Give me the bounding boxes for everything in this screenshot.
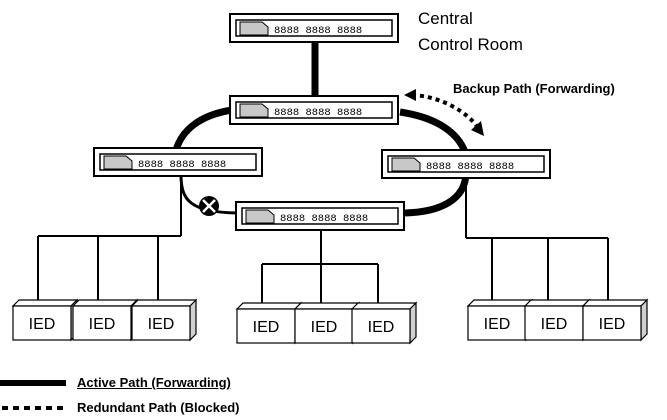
svg-text:8888 8888 8888: 8888 8888 8888 (274, 25, 362, 37)
svg-text:8888 8888 8888: 8888 8888 8888 (138, 159, 226, 171)
svg-text:IED: IED (148, 316, 175, 333)
ied-2: IED (72, 299, 138, 341)
svg-text:IED: IED (368, 319, 395, 336)
central-label-line2: Control Room (418, 35, 523, 54)
svg-text:IED: IED (541, 316, 568, 333)
switch-ring-left: 8888 8888 8888 (93, 147, 263, 177)
central-label: Central Control Room (418, 6, 523, 58)
switch-ring-top: 8888 8888 8888 (229, 95, 399, 125)
switch-ring-right: 8888 8888 8888 (381, 149, 551, 179)
svg-text:8888 8888 8888: 8888 8888 8888 (274, 107, 362, 119)
svg-text:IED: IED (599, 316, 626, 333)
ied-3: IED (131, 299, 197, 341)
ied-6: IED (351, 302, 417, 344)
middle-drops (261, 228, 379, 303)
ring-path-right-top (399, 108, 470, 157)
svg-text:IED: IED (253, 319, 280, 336)
svg-text:8888 8888 8888: 8888 8888 8888 (280, 213, 368, 225)
central-label-line1: Central (418, 9, 473, 28)
ring-path-left (172, 106, 233, 152)
ied-5: IED (294, 302, 360, 344)
ied-8: IED (524, 299, 590, 341)
legend-active-label: Active Path (Forwarding) (77, 375, 231, 390)
ied-7: IED (467, 299, 533, 341)
svg-text:IED: IED (311, 319, 338, 336)
switch-ring-bottom: 8888 8888 8888 (235, 201, 405, 231)
svg-text:IED: IED (29, 316, 56, 333)
legend-redundant-label: Redundant Path (Blocked) (77, 400, 240, 415)
backup-path-label: Backup Path (Forwarding) (453, 81, 615, 96)
backup-path-arrow (411, 93, 480, 130)
left-drops (37, 176, 182, 300)
ied-1: IED (12, 299, 78, 341)
blocked-port-icon (199, 196, 219, 216)
switch-control-room: 8888 8888 8888 (229, 13, 399, 43)
svg-text:IED: IED (89, 316, 116, 333)
svg-text:8888 8888 8888: 8888 8888 8888 (426, 161, 514, 173)
svg-text:IED: IED (484, 316, 511, 333)
right-drops (465, 178, 609, 300)
ied-9: IED (582, 299, 648, 341)
ied-4: IED (236, 302, 302, 344)
